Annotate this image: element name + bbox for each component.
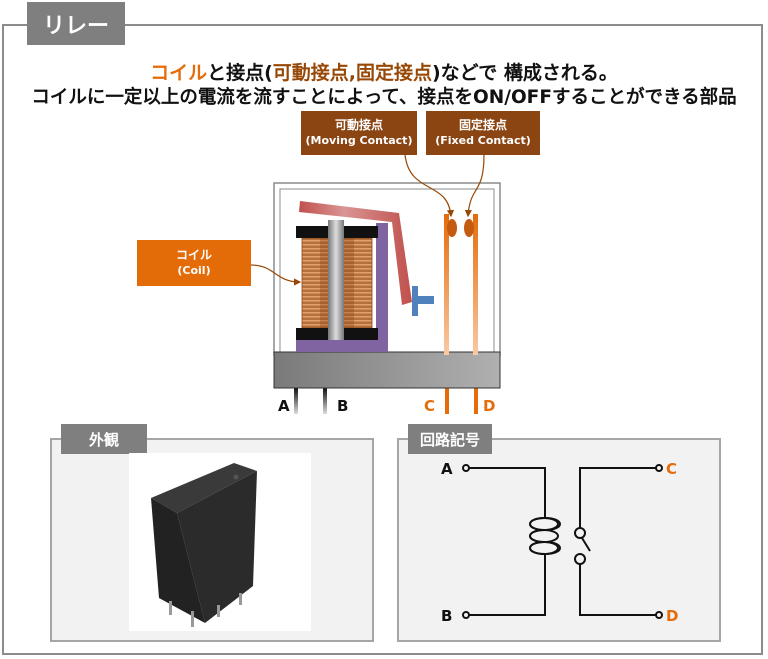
pin-b — [323, 388, 327, 414]
description-line-1: コイルと接点(可動接点,固定接点)などで 構成される。 — [150, 62, 618, 84]
relay-internal-diagram: A B C D — [250, 154, 501, 415]
pin-label-c: C — [424, 397, 435, 415]
iron-core — [328, 220, 344, 340]
symbol-label-c: C — [666, 460, 677, 478]
circuit-symbol-panel — [397, 438, 721, 642]
relay-frame — [2, 24, 763, 655]
relay-base — [273, 351, 501, 389]
coil-callout: コイル (Coil) — [137, 240, 251, 286]
description-line-2: コイルに一定以上の電流を流すことによって、接点をON/OFFすることができる部品 — [31, 87, 737, 108]
symbol-label-a: A — [441, 460, 453, 478]
contact-strip-c — [444, 214, 449, 355]
armature — [299, 201, 412, 305]
pin-label-b: B — [337, 397, 348, 415]
pin-label-d: D — [483, 397, 495, 415]
pin-c — [445, 388, 449, 414]
pin-d — [474, 388, 478, 414]
page-title: リレー — [27, 2, 125, 45]
pin-label-a: A — [278, 397, 290, 415]
relay-photo — [129, 453, 311, 631]
symbol-label-d: D — [666, 607, 678, 625]
circuit-symbol: A B C D — [441, 460, 678, 625]
moving-contact-callout: 可動接点 (Moving Contact) — [301, 111, 417, 155]
contact-strip-d — [473, 214, 478, 355]
symbol-label-b: B — [441, 607, 452, 625]
fixed-contact-callout: 固定接点 (Fixed Contact) — [426, 111, 540, 155]
circuit-symbol-panel-title: 回路記号 — [408, 424, 492, 454]
pin-a — [294, 388, 298, 414]
coil-term: コイル — [150, 62, 208, 84]
contacts-term: 可動接点,固定接点 — [272, 62, 432, 84]
appearance-panel-title: 外観 — [61, 424, 147, 454]
